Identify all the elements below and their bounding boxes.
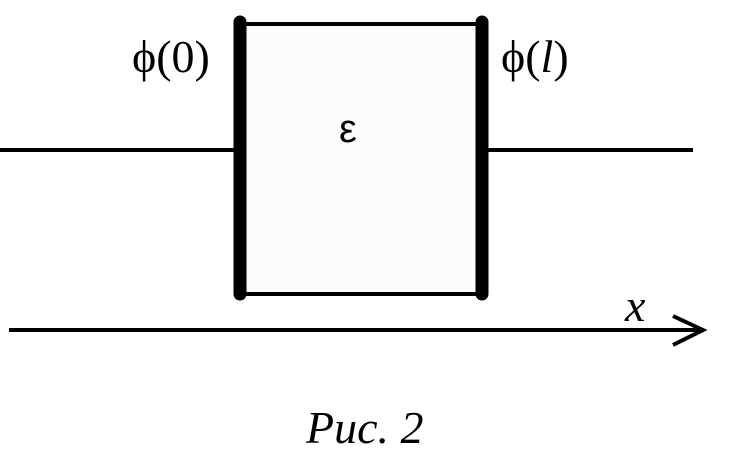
dielectric-box: [238, 22, 484, 296]
left-potential-label: ϕ(0): [132, 31, 210, 82]
right-potential-suffix: ): [553, 31, 568, 82]
right-potential-label: ϕ(l): [501, 31, 569, 82]
right-potential-var: l: [541, 31, 554, 82]
x-axis-arrowhead: [672, 314, 708, 347]
figure-caption: Рис. 2: [305, 402, 424, 453]
x-axis-label: x: [624, 280, 646, 331]
permittivity-label: ε: [339, 107, 357, 151]
right-potential-prefix: ϕ(: [501, 31, 541, 82]
